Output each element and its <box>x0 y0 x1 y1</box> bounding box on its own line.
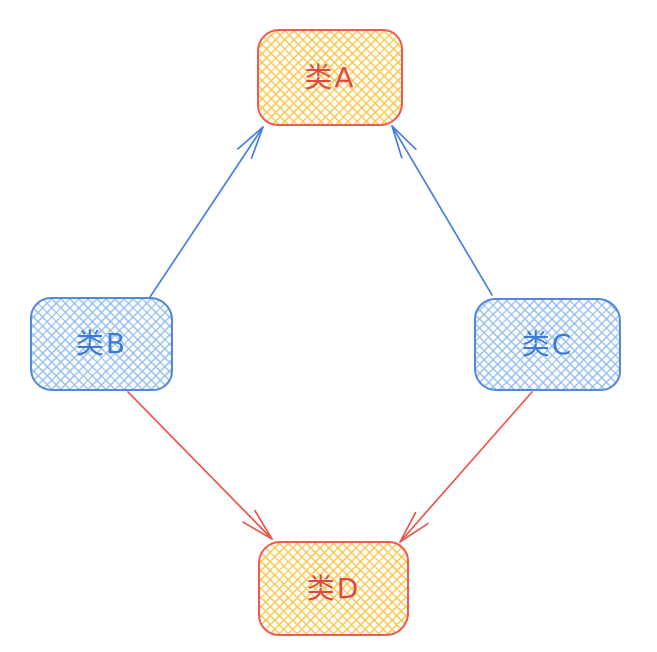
arrow-head <box>391 125 417 159</box>
node-class-c: 类C <box>474 298 621 391</box>
node-class-a: 类A <box>257 29 403 126</box>
node-class-b-label: 类B <box>75 327 128 360</box>
edge-c-to-a <box>391 125 493 296</box>
arrow-line <box>149 126 264 298</box>
edge-b-to-a <box>149 126 264 298</box>
node-class-d: 类D <box>258 541 409 636</box>
arrow-line <box>399 391 533 543</box>
node-class-d-label: 类D <box>306 571 361 605</box>
arrow-line <box>391 125 493 296</box>
arrow-head <box>242 509 273 540</box>
arrow-line <box>127 391 273 540</box>
node-class-a-label: 类A <box>304 60 356 94</box>
arrow-head <box>237 126 264 159</box>
edge-b-to-d <box>127 391 273 540</box>
edge-c-to-d <box>399 391 533 543</box>
arrow-head <box>399 511 429 543</box>
node-class-c-label: 类C <box>521 327 574 361</box>
node-class-b: 类B <box>30 297 173 391</box>
